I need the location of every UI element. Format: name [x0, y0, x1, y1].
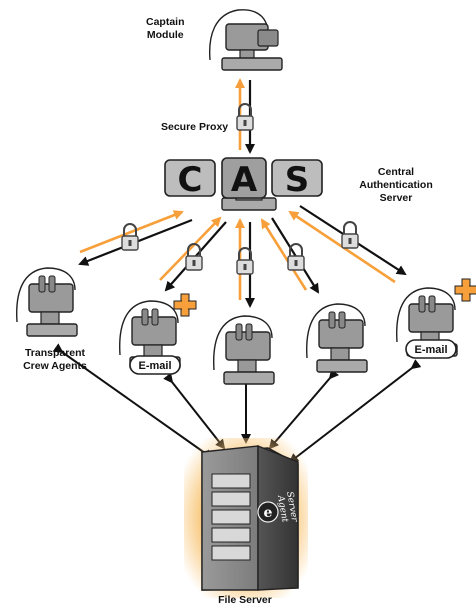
drive-bay: [211, 473, 251, 489]
bidirectional-arrow: [288, 359, 422, 464]
cas-box-c: [164, 159, 216, 197]
cas-label-line2: Authentication: [359, 179, 433, 191]
bidirectional-arrow: [163, 372, 226, 450]
cas-label-line3: Server: [379, 192, 413, 204]
crew-agent-icon: [213, 315, 275, 385]
server-agent-label-line2: Agent: [275, 494, 290, 524]
central-authentication-server-icon: C A S: [164, 157, 323, 211]
server-agent-icon-letter: e: [264, 505, 273, 521]
crew-agents-label-line1: Transparent: [24, 347, 86, 359]
server-agent-icon: [257, 501, 279, 523]
drive-bay: [211, 545, 251, 561]
crew-agent-icon: [16, 267, 78, 337]
cas-box-a: [221, 157, 267, 199]
file-server-label: File Server: [218, 594, 272, 606]
black-arrow: [271, 217, 320, 294]
drive-bay: [211, 509, 251, 525]
email-badge: E-mail: [129, 355, 181, 375]
padlock-icon: [185, 243, 203, 271]
padlock-icon: [236, 103, 254, 131]
cas-letter-c: C: [178, 160, 203, 200]
email-badge: E-mail: [405, 339, 457, 359]
agent-fileserver-connections: [52, 343, 422, 464]
cas-label-line1: Central: [377, 166, 415, 178]
drive-bay: [211, 527, 251, 543]
padlock-icon: [121, 223, 139, 251]
email-badge-text: E-mail: [414, 344, 447, 356]
cas-letter-s: S: [285, 160, 310, 200]
cas-letter-a: A: [231, 160, 258, 200]
cas-agent-connections: [78, 205, 407, 308]
captain-module-label-line2: Module: [146, 29, 184, 41]
crew-agents-label-line2: Crew Agents: [23, 360, 87, 372]
padlock-icon: [236, 247, 254, 275]
cas-box-s: [271, 159, 323, 197]
file-server-icon: e Server Agent: [184, 438, 308, 598]
secure-proxy-label: Secure Proxy: [161, 121, 229, 133]
padlock-icons: [121, 103, 359, 275]
crew-agent-icon: [306, 303, 368, 373]
cas-label: Central Authentication Server: [346, 166, 446, 205]
plus-icon: [173, 293, 197, 317]
padlock-icon: [341, 221, 359, 249]
captain-module-icon: [208, 9, 283, 71]
plus-icon: [454, 278, 476, 302]
captain-module-label-line1: Captain: [146, 16, 185, 28]
orange-arrow: [79, 210, 184, 254]
email-badge-text: E-mail: [138, 360, 171, 372]
padlock-icon: [287, 243, 305, 271]
orange-arrow: [159, 216, 222, 281]
captain-module-label: Captain Module: [146, 16, 185, 42]
orange-arrow: [260, 218, 308, 291]
crew-agents-label: Transparent Crew Agents: [14, 347, 96, 373]
drive-bay: [211, 491, 251, 507]
